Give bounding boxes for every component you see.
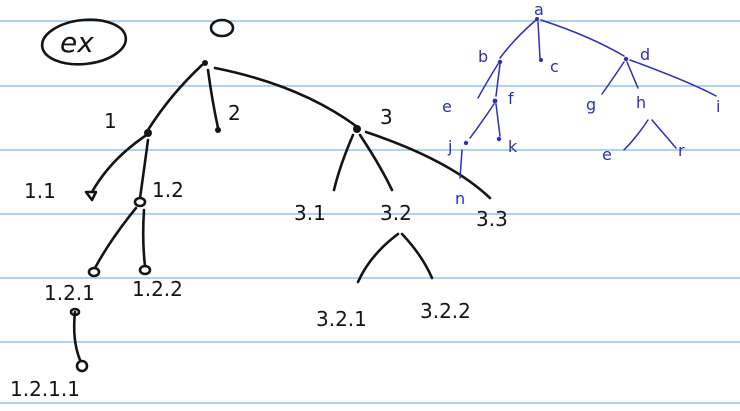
label-3-2-1: 3.2.1 [316, 307, 367, 331]
edge-b-f [495, 63, 501, 97]
example-circle [40, 18, 128, 66]
label-h: h [636, 93, 646, 112]
label-b: b [478, 47, 488, 66]
label-a: a [534, 0, 544, 19]
edge-3-31 [332, 133, 355, 192]
edge-j-n [459, 149, 463, 179]
label-g: g [586, 95, 596, 114]
label-f: f [508, 89, 514, 108]
edge-root-2 [206, 68, 220, 130]
label-1-2-2: 1.2.2 [132, 277, 183, 301]
label-c: c [550, 57, 559, 76]
node-j [463, 140, 469, 146]
node-1-2-1 [87, 266, 101, 278]
edge-1-11 [90, 134, 147, 194]
edge-a-d [540, 19, 625, 57]
edge-12-122 [141, 208, 147, 268]
edge-root-1 [146, 63, 204, 132]
label-e-second: e [602, 145, 612, 164]
black-tree: 1 2 3 1.1 1.2 1.2.1 1.2.2 1.2.1.1 3.1 3.… [10, 18, 508, 401]
label-j: j [447, 137, 452, 156]
label-2: 2 [228, 101, 241, 125]
label-n: n [455, 189, 465, 208]
example-label: ex [60, 26, 94, 59]
edge-f-k [495, 103, 501, 137]
edge-a-b [499, 19, 537, 59]
node-c [539, 58, 543, 62]
edge-d-g [601, 61, 625, 95]
edge-a-c [537, 21, 541, 59]
edge-d-i [629, 59, 717, 97]
node-root [202, 60, 208, 66]
label-k: k [508, 137, 518, 156]
root-marker-circle [209, 18, 235, 38]
edge-3-32 [358, 133, 394, 192]
edge-h-e [623, 119, 649, 151]
node-1-2-2 [138, 264, 152, 276]
edge-f-j [469, 103, 495, 139]
label-3: 3 [380, 105, 393, 129]
node-f [492, 98, 498, 104]
example-mark: ex [40, 18, 128, 66]
edge-d-h [626, 61, 639, 89]
node-1 [144, 129, 152, 137]
label-1-1: 1.1 [24, 179, 56, 203]
node-a [535, 17, 539, 21]
label-3-2-2: 3.2.2 [420, 299, 471, 323]
edge-32-322 [400, 232, 434, 280]
label-e: e [442, 97, 452, 116]
label-i: i [716, 97, 720, 116]
label-3-1: 3.1 [294, 201, 326, 225]
label-3-2: 3.2 [380, 201, 412, 225]
ruled-lines [0, 20, 740, 404]
label-3-3: 3.3 [476, 207, 508, 231]
label-1-2-1: 1.2.1 [44, 281, 95, 305]
label-1-2: 1.2 [152, 178, 184, 202]
label-d: d [640, 45, 650, 64]
node-d [623, 56, 629, 62]
node-1-2 [133, 196, 147, 208]
node-k [496, 136, 502, 142]
edge-32-321 [356, 232, 400, 284]
node-1-2-1-1 [75, 359, 89, 373]
edge-121-1211 [72, 310, 82, 362]
edge-h-r [651, 119, 677, 149]
blue-tree: a b c d e f j k n g h i e r [442, 0, 720, 208]
node-2 [215, 127, 221, 133]
edge-1-12 [138, 138, 150, 200]
label-r: r [678, 141, 685, 160]
edge-root-3 [213, 66, 358, 128]
node-1-2-1-marker [69, 307, 81, 317]
node-b [497, 59, 503, 65]
edge-b-e [477, 63, 499, 99]
label-1-2-1-1: 1.2.1.1 [10, 377, 80, 401]
node-3 [353, 125, 361, 133]
node-1-1 [84, 190, 98, 202]
edge-3-33 [364, 130, 492, 200]
edge-12-121 [93, 206, 138, 270]
label-1: 1 [104, 109, 117, 133]
